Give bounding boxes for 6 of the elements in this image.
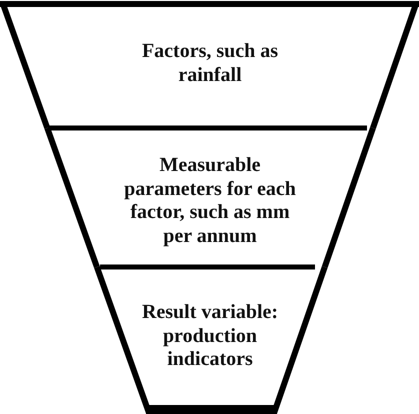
funnel-section [92,264,329,414]
section-text: Result variable: production indicators [140,301,280,372]
funnel-section [43,125,377,270]
section-text: Measurable parameters for each factor, such as mm per annum [123,154,297,248]
section-text: Factors, such as rainfall [140,40,280,87]
funnel-section [0,0,419,131]
